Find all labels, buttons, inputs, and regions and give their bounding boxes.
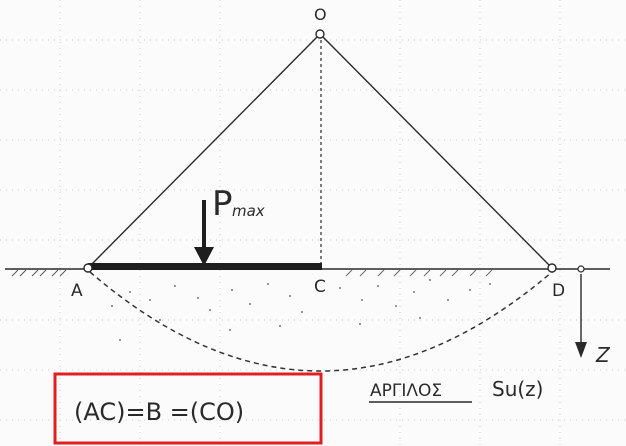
label-o: O	[314, 5, 327, 24]
ground-hatch-left	[11, 269, 67, 277]
equation-highlight-box	[53, 372, 323, 445]
line-ao	[87, 33, 321, 269]
label-a: A	[71, 281, 83, 301]
load-arrow-head	[194, 247, 214, 266]
depth-axis-label: Z	[595, 343, 611, 367]
soil-strength-label: Su(z)	[492, 377, 543, 401]
label-d: D	[552, 281, 565, 301]
axis-origin-marker	[577, 265, 585, 273]
ground-hatch-right	[345, 269, 493, 277]
label-c: C	[314, 277, 326, 297]
point-o-marker	[315, 29, 325, 39]
load-label-sub: max	[232, 202, 265, 220]
line-od	[319, 33, 553, 269]
footing-ac	[88, 263, 322, 270]
failure-arc	[89, 271, 553, 372]
load-label-main: P	[212, 184, 233, 224]
equation-text: (AC)=B =(CO)	[74, 398, 244, 426]
soil-stipple	[111, 279, 491, 341]
point-a-marker	[83, 263, 93, 273]
soil-label: ΑΡΓΙΛΟΣ	[370, 381, 442, 401]
depth-axis-arrowhead	[575, 342, 587, 358]
point-d-marker	[547, 263, 557, 273]
